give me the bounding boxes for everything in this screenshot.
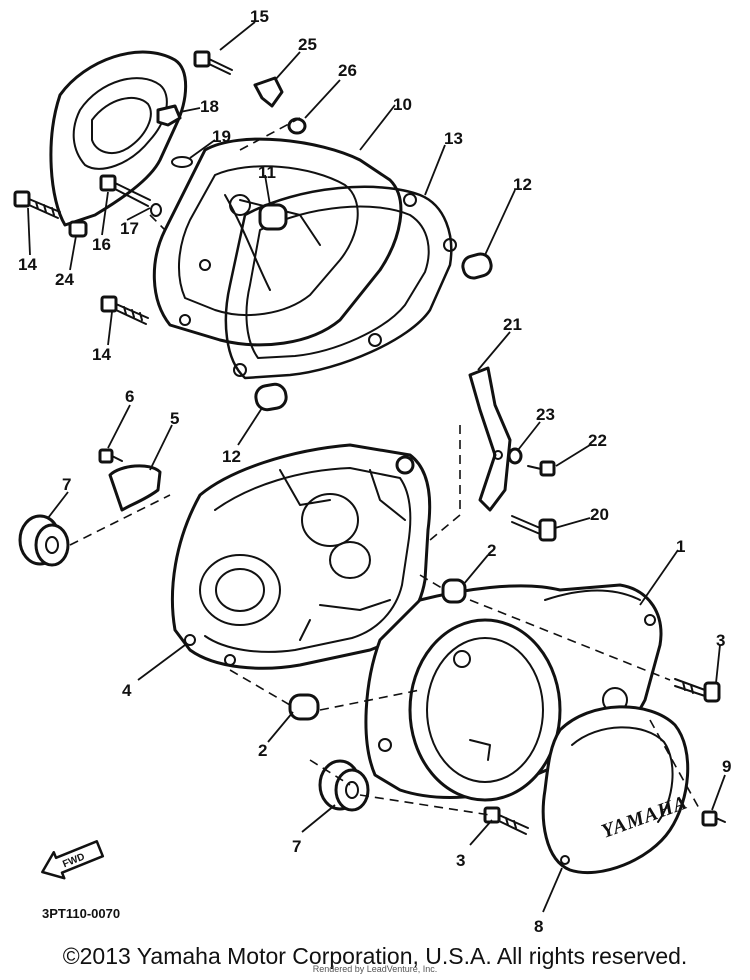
- clip-25: [253, 76, 284, 108]
- callout-22: 22: [588, 431, 607, 450]
- figure-code: 3PT110-0070: [42, 906, 120, 921]
- bolt-14-upper: [13, 190, 61, 219]
- callout-9: 9: [722, 757, 731, 776]
- callout-10: 10: [393, 95, 412, 114]
- callout-2-upper: 2: [487, 541, 496, 560]
- renderer-credit: Rendered by LeadVenture, Inc.: [312, 964, 438, 974]
- callout-23: 23: [536, 405, 555, 424]
- magneto-cover: YAMAHA: [541, 705, 691, 875]
- bolt-3-lower: [483, 806, 529, 835]
- callout-17: 17: [120, 219, 139, 238]
- screw-6: [98, 448, 123, 464]
- outer-cover-plate: [49, 50, 188, 227]
- bushing-12-upper: [461, 252, 493, 280]
- bushing-2-upper: [441, 578, 467, 604]
- callout-25: 25: [298, 35, 317, 54]
- nut-24: [68, 220, 88, 238]
- callout-12-upper: 12: [513, 175, 532, 194]
- leader-lines: [27, 21, 726, 913]
- callout-26: 26: [338, 61, 357, 80]
- callout-16: 16: [92, 235, 111, 254]
- forward-arrow: FWD: [41, 840, 105, 880]
- callout-7-left: 7: [62, 475, 71, 494]
- assembly-lines: [69, 117, 701, 816]
- washer-23: [507, 447, 523, 465]
- callout-4: 4: [122, 681, 132, 700]
- bolt-15: [193, 50, 233, 75]
- exploded-parts-diagram: YAMAHA: [13, 7, 731, 935]
- callout-21: 21: [503, 315, 522, 334]
- callout-24: 24: [55, 270, 74, 289]
- bolt-3-upper: [674, 678, 721, 703]
- callout-11: 11: [258, 163, 276, 182]
- bolt-20: [511, 515, 557, 542]
- callout-14-lower: 14: [92, 345, 111, 364]
- cover-gasket: [224, 185, 457, 380]
- callout-labels: 15 25 26 18 10 19 11 13 12 14 16 17 24 1…: [18, 7, 731, 935]
- callout-7-lower: 7: [292, 837, 301, 856]
- callout-12-lower: 12: [222, 447, 241, 466]
- stud-16: [99, 174, 162, 217]
- callout-3-lower: 3: [456, 851, 465, 870]
- callout-18: 18: [200, 97, 219, 116]
- callout-8: 8: [534, 917, 543, 935]
- screw-9: [701, 810, 726, 827]
- copyright-notice: ©2013 Yamaha Motor Corporation, U.S.A. A…: [62, 943, 688, 969]
- bushing-2-lower: [288, 693, 320, 721]
- callout-15: 15: [250, 7, 269, 26]
- oil-seal-7-left: [18, 514, 70, 567]
- oil-seal-7-lower: [318, 759, 370, 812]
- callout-2-lower: 2: [258, 741, 267, 760]
- bearing-11: [258, 203, 288, 231]
- bolt-22: [527, 460, 556, 477]
- plug-18: [156, 104, 193, 168]
- callout-6: 6: [125, 387, 134, 406]
- bracket-5: [108, 464, 162, 512]
- callout-19: 19: [212, 127, 231, 146]
- callout-13: 13: [444, 129, 463, 148]
- callout-14-upper: 14: [18, 255, 37, 274]
- bracket-21: [468, 366, 512, 512]
- bolt-14-lower: [100, 295, 149, 325]
- callout-20: 20: [590, 505, 609, 524]
- callout-3-upper: 3: [716, 631, 725, 650]
- crankcase-cover: [152, 137, 403, 347]
- callout-5: 5: [170, 409, 179, 428]
- callout-1: 1: [676, 537, 685, 556]
- bushing-12-lower: [254, 382, 288, 412]
- grommet-26: [287, 117, 307, 135]
